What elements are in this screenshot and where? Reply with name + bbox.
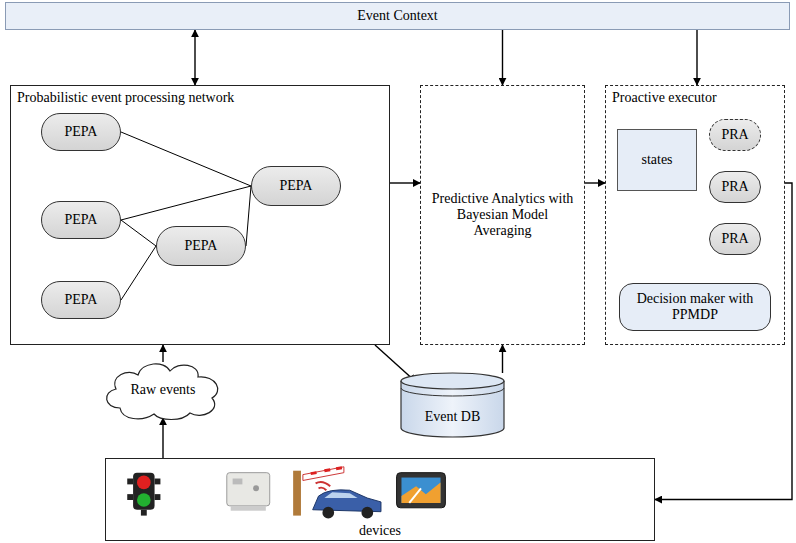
node-label: PEPA: [65, 124, 98, 140]
executor-box: Proactive executorstatesPRAPRAPRADecisio…: [605, 85, 785, 345]
flow-arrow: [194, 30, 195, 85]
link-line: [121, 246, 156, 300]
node-label: PEPA: [65, 292, 98, 308]
cylinder-outline: [400, 372, 505, 438]
node-label: Proactive executor: [612, 90, 717, 106]
states-box: states: [617, 129, 697, 191]
flow-arrow: [655, 183, 792, 500]
raw-events-cloud: Raw events: [98, 358, 228, 422]
node-label: PEPA: [65, 212, 98, 228]
database-cylinder: Event DB: [400, 372, 505, 438]
context-band: Event Context: [5, 2, 790, 30]
devices-box: devices: [105, 458, 655, 541]
node-label: Decision maker with PPMDP: [626, 291, 764, 323]
network-box: Probabilistic event processing networkPE…: [10, 85, 390, 345]
flow-arrow: [696, 30, 697, 85]
link-line: [246, 186, 251, 246]
link-line: [121, 132, 251, 186]
flow-arrow: [585, 182, 605, 183]
node-label: PRA: [721, 179, 748, 195]
pepa-agent: PEPA: [41, 201, 121, 239]
pepa-agent: PEPA: [41, 113, 121, 151]
node-label: Raw events: [131, 382, 196, 398]
node-label: PEPA: [280, 178, 313, 194]
flow-arrow: [162, 418, 163, 458]
node-label: states: [641, 152, 672, 168]
link-line: [121, 220, 156, 246]
node-label: Event Context: [357, 8, 438, 24]
node-label: devices: [359, 523, 401, 539]
pepa-agent: PEPA: [251, 166, 341, 206]
node-label: Event DB: [425, 409, 481, 425]
flow-arrow: [502, 345, 503, 373]
flow-arrow: [162, 345, 163, 362]
analytics-box: Predictive Analytics with Bayesian Model…: [420, 85, 585, 345]
node-label: Predictive Analytics with Bayesian Model…: [427, 191, 578, 239]
node-label: PRA: [721, 231, 748, 247]
node-label: PRA: [721, 127, 748, 143]
node-label: PEPA: [185, 238, 218, 254]
pra-agent: PRA: [709, 119, 761, 151]
decision-box: Decision maker with PPMDP: [619, 283, 771, 331]
link-line: [121, 186, 251, 220]
node-label: Probabilistic event processing network: [17, 90, 234, 106]
flow-arrow: [390, 182, 420, 183]
pepa-agent: PEPA: [156, 226, 246, 266]
pra-agent: PRA: [709, 223, 761, 255]
flow-arrow: [502, 30, 503, 85]
pra-agent: PRA: [709, 171, 761, 203]
pepa-agent: PEPA: [41, 281, 121, 319]
